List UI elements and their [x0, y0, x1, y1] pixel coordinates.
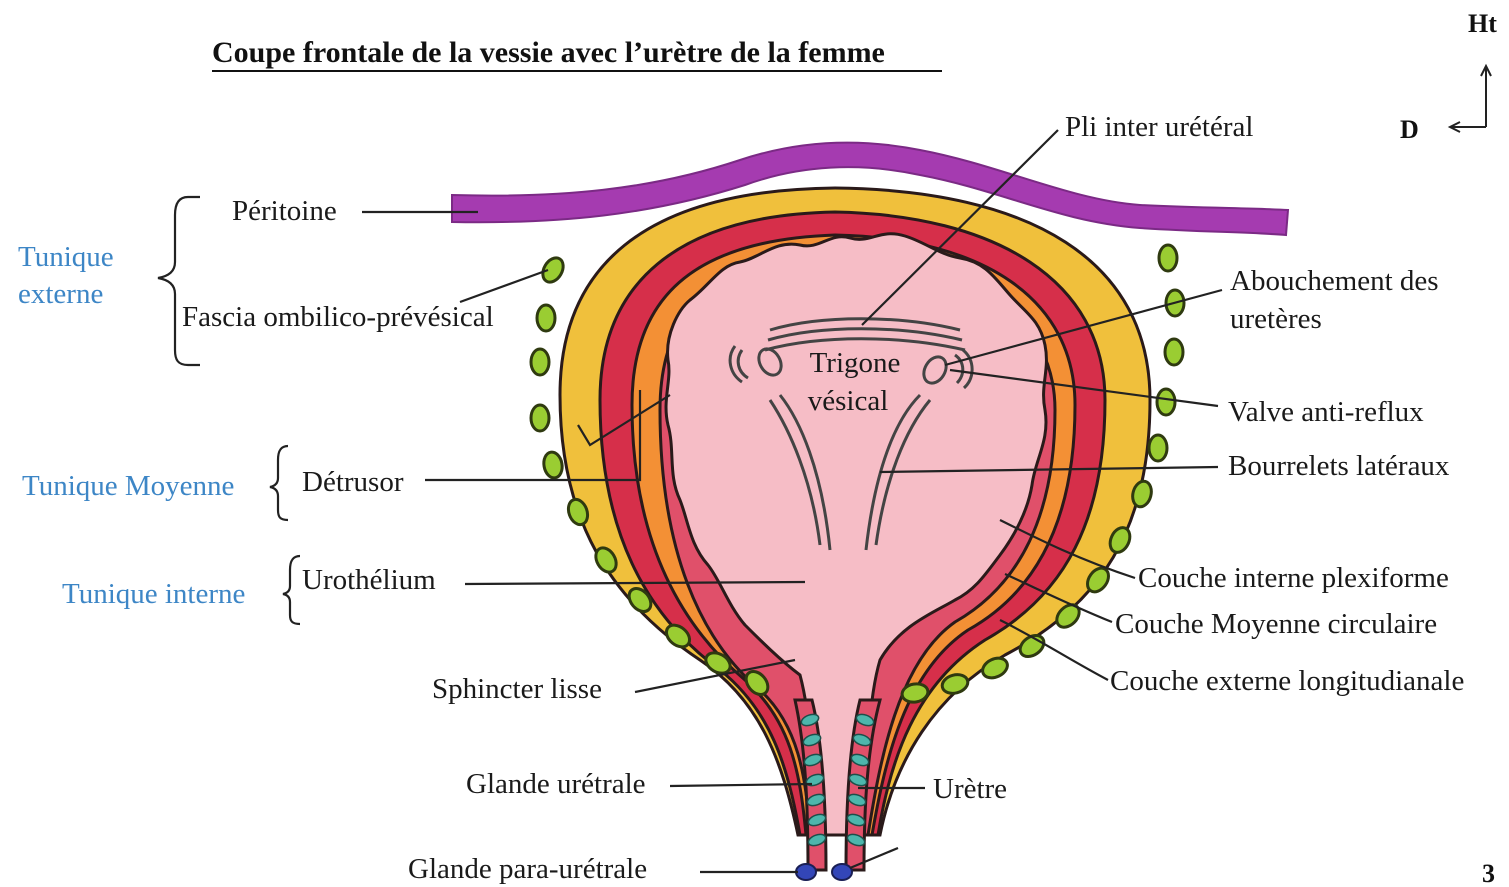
label-couche-interne: Couche interne plexiforme: [1138, 562, 1449, 594]
label-abouchement-2: uretères: [1230, 303, 1322, 335]
label-couche-externe: Couche externe longitudianale: [1110, 665, 1464, 697]
label-peritoine: Péritoine: [232, 195, 337, 227]
label-abouchement-1: Abouchement des: [1230, 265, 1439, 297]
tunique-externe-brace: [158, 197, 200, 365]
label-sphincter: Sphincter lisse: [432, 673, 602, 705]
trigone-label-2: vésical: [808, 385, 889, 417]
label-detrusor: Détrusor: [302, 466, 404, 498]
label-couche-moyenne: Couche Moyenne circulaire: [1115, 608, 1437, 640]
label-glande-para: Glande para-urétrale: [408, 853, 647, 885]
leader-fascia: [460, 270, 548, 302]
tunique-moyenne-label: Tunique Moyenne: [22, 470, 234, 502]
trigone-label-1: Trigone: [810, 347, 901, 379]
tunique-interne-brace: [283, 556, 300, 624]
tunique-interne-label: Tunique interne: [62, 578, 245, 610]
label-glande-uretrale: Glande urétrale: [466, 768, 646, 800]
label-valve: Valve anti-reflux: [1228, 396, 1424, 428]
label-uretre: Urètre: [933, 773, 1007, 805]
orientation-up-label: Ht: [1468, 9, 1497, 38]
tunique-externe-label-2: externe: [18, 278, 103, 310]
label-pli: Pli inter urétéral: [1065, 111, 1253, 143]
tunique-externe-label-1: Tunique: [18, 241, 114, 273]
label-urothelium: Urothélium: [302, 564, 436, 596]
page-number: 3: [1482, 859, 1495, 887]
orientation-side-label: D: [1400, 115, 1419, 144]
orientation-arrows: [1450, 66, 1491, 132]
diagram-title: Coupe frontale de la vessie avec l’urètr…: [212, 36, 885, 69]
label-fascia: Fascia ombilico-prévésical: [182, 301, 494, 333]
tunique-moyenne-brace: [270, 446, 288, 520]
label-bourrelets: Bourrelets latéraux: [1228, 450, 1450, 482]
